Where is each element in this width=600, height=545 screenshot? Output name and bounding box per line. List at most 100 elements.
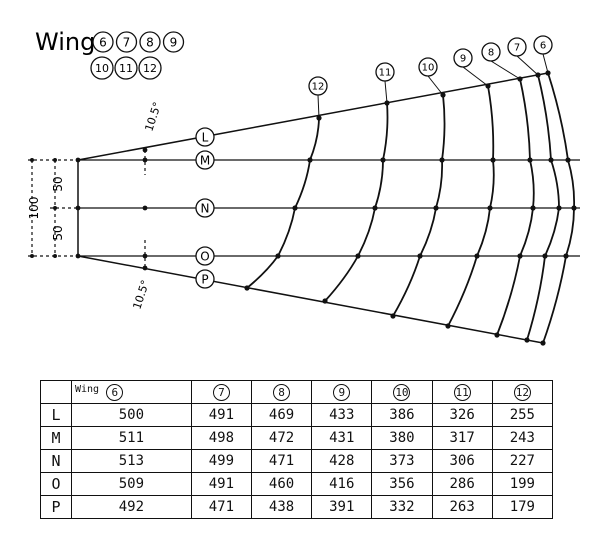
grid-point — [244, 285, 250, 291]
reference-point — [142, 157, 148, 163]
column-header-6: Wing 6 — [71, 380, 192, 404]
title-number-8: 8 — [139, 31, 161, 53]
column-header-9: 9 — [311, 380, 373, 404]
row-label-o-ring — [195, 246, 215, 266]
station-label-7: 7 — [507, 37, 527, 57]
grid-point — [433, 205, 439, 211]
angle-bottom-label: 10.5° — [130, 278, 152, 311]
reference-point — [142, 205, 148, 211]
title-number-11: 11 — [114, 56, 138, 80]
title-number-7-ring — [115, 31, 138, 53]
grid-point — [524, 337, 530, 343]
table-cell: 416 — [311, 472, 373, 496]
station-label-12-ring — [308, 76, 328, 96]
title-number-12-ring — [138, 56, 162, 80]
grid-point — [292, 205, 298, 211]
table-cell: 286 — [431, 472, 493, 496]
title-number-10: 10 — [90, 56, 114, 80]
grid-point — [417, 253, 423, 259]
column-header-8: 8 — [250, 380, 313, 404]
station-label-11-text: 11 — [379, 68, 392, 79]
station-label-7-ring — [507, 37, 527, 57]
table-cell: 326 — [431, 403, 493, 427]
station-label-11-ring — [375, 62, 395, 82]
station-label-6: 6 — [533, 35, 553, 55]
station-curve-9 — [447, 85, 495, 327]
table-cell: 255 — [491, 403, 554, 427]
table-cell: 491 — [190, 403, 252, 427]
table-corner-label: Wing — [75, 383, 100, 395]
table-cell: 263 — [431, 495, 493, 519]
table-cell: 380 — [371, 426, 433, 450]
title-number-11-ring — [114, 56, 138, 80]
row-label-o: O — [195, 246, 215, 266]
grid-point — [563, 253, 569, 259]
table-cell: 472 — [250, 426, 313, 450]
station-label-8-ring — [481, 42, 501, 62]
table-cell: 471 — [190, 495, 252, 519]
grid-point — [445, 323, 451, 329]
grid-point — [490, 157, 496, 163]
title-number-6: 6 — [92, 31, 114, 53]
title-number-8-ring — [139, 31, 161, 53]
title-number-12: 12 — [138, 56, 162, 80]
station-label-9: 9 — [453, 48, 473, 68]
column-header-number: 10 — [393, 383, 411, 401]
row-label-p-ring — [195, 269, 215, 289]
reference-point — [75, 253, 81, 259]
grid-point — [542, 253, 548, 259]
station-curve-11 — [324, 102, 389, 302]
table-cell: 179 — [491, 495, 554, 519]
table-cell: 460 — [250, 472, 313, 496]
column-header-number: 7 — [212, 383, 230, 401]
title-number-6-ring — [92, 31, 114, 53]
table-cell: 356 — [371, 472, 433, 496]
row-header: O — [40, 472, 72, 496]
table-cell: 373 — [371, 449, 433, 473]
grid-point — [439, 157, 445, 163]
title-number-9-ring — [162, 31, 185, 53]
table-cell: 199 — [491, 472, 554, 496]
station-leader-7 — [516, 55, 539, 76]
table-cell: 332 — [371, 495, 433, 519]
station-label-8: 8 — [481, 42, 501, 62]
station-label-7-text: 7 — [514, 43, 520, 54]
station-label-10-ring — [418, 57, 438, 77]
station-label-12: 12 — [308, 76, 328, 96]
table-cell: 492 — [71, 495, 192, 519]
row-label-n-ring — [195, 198, 215, 218]
title-number-7: 7 — [115, 31, 138, 53]
column-header-10: 10 — [371, 380, 433, 404]
grid-point — [307, 157, 313, 163]
table-cell: 498 — [190, 426, 252, 450]
station-leader-10 — [427, 75, 444, 96]
station-label-10-text: 10 — [422, 63, 435, 74]
station-label-6-text: 6 — [540, 41, 546, 52]
table-cell: 306 — [431, 449, 493, 473]
table-cell: 438 — [250, 495, 313, 519]
station-label-9-text: 9 — [460, 54, 466, 65]
table-cell: 500 — [71, 403, 192, 427]
station-markers: 12 11 10 9 8 7 6 — [308, 35, 553, 119]
grid-point — [474, 253, 480, 259]
station-leader-9 — [462, 66, 489, 87]
grid-point — [390, 313, 396, 319]
column-header-number: 12 — [513, 383, 531, 401]
station-curve-8 — [496, 78, 535, 336]
table-cell: 431 — [311, 426, 373, 450]
grid-point — [556, 205, 562, 211]
grid-point — [372, 205, 378, 211]
grid-point — [530, 205, 536, 211]
grid-point — [322, 298, 328, 304]
title-number-9-text: 9 — [170, 35, 178, 49]
grid-point — [527, 157, 533, 163]
